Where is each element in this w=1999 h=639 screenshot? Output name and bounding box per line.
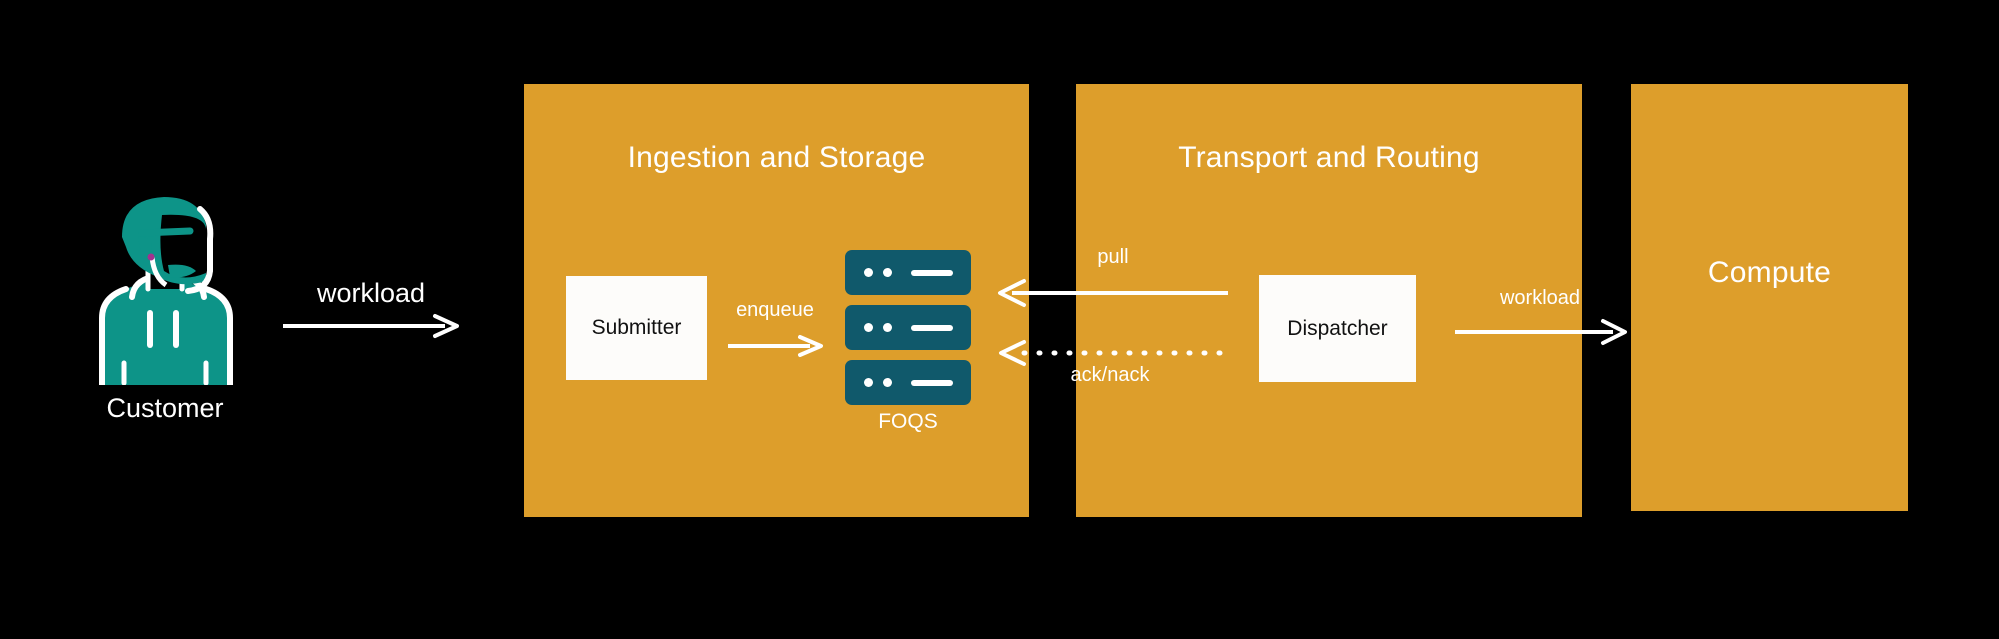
panel-title-transport: Transport and Routing <box>1178 141 1480 174</box>
edge-label-ack-nack: ack/nack <box>1070 364 1150 386</box>
rack-slot-bar <box>911 270 953 276</box>
arrow-ack-nack <box>998 339 1231 369</box>
node-submitter-label: Submitter <box>591 316 682 339</box>
node-dispatcher[interactable]: Dispatcher <box>1259 275 1416 382</box>
panel-title-ingestion: Ingestion and Storage <box>627 141 926 174</box>
node-foqs-label: FOQS <box>878 410 938 433</box>
node-dispatcher-label: Dispatcher <box>1287 316 1388 340</box>
rack-led-dot <box>883 323 892 332</box>
server-rack-icon <box>845 305 971 350</box>
arrow-workload-out <box>1455 318 1627 348</box>
rack-led-dot <box>883 378 892 387</box>
panel-title-compute: Compute <box>1707 256 1832 289</box>
rack-slot-bar <box>911 325 953 331</box>
node-submitter[interactable]: Submitter <box>566 276 707 380</box>
rack-slot-bar <box>911 380 953 386</box>
rack-led-dot <box>864 323 873 332</box>
arrow-enqueue <box>728 334 823 364</box>
customer-label: Customer <box>106 393 224 423</box>
arrow-workload-in <box>283 314 459 344</box>
edge-label-workload-in: workload <box>316 278 426 308</box>
server-rack-icon <box>845 360 971 405</box>
edge-label-pull: pull <box>1097 246 1129 268</box>
panel-compute: Compute <box>1631 84 1908 511</box>
rack-led-dot <box>883 268 892 277</box>
rack-led-dot <box>864 378 873 387</box>
customer-node: Customer <box>60 185 270 445</box>
node-foqs[interactable]: FOQS <box>845 250 971 450</box>
rack-led-dot <box>864 268 873 277</box>
server-rack-icon <box>845 250 971 295</box>
edge-label-enqueue: enqueue <box>736 299 814 321</box>
edge-label-workload-out: workload <box>1499 287 1581 309</box>
arrow-pull <box>998 279 1228 309</box>
person-avatar-icon <box>60 185 270 388</box>
